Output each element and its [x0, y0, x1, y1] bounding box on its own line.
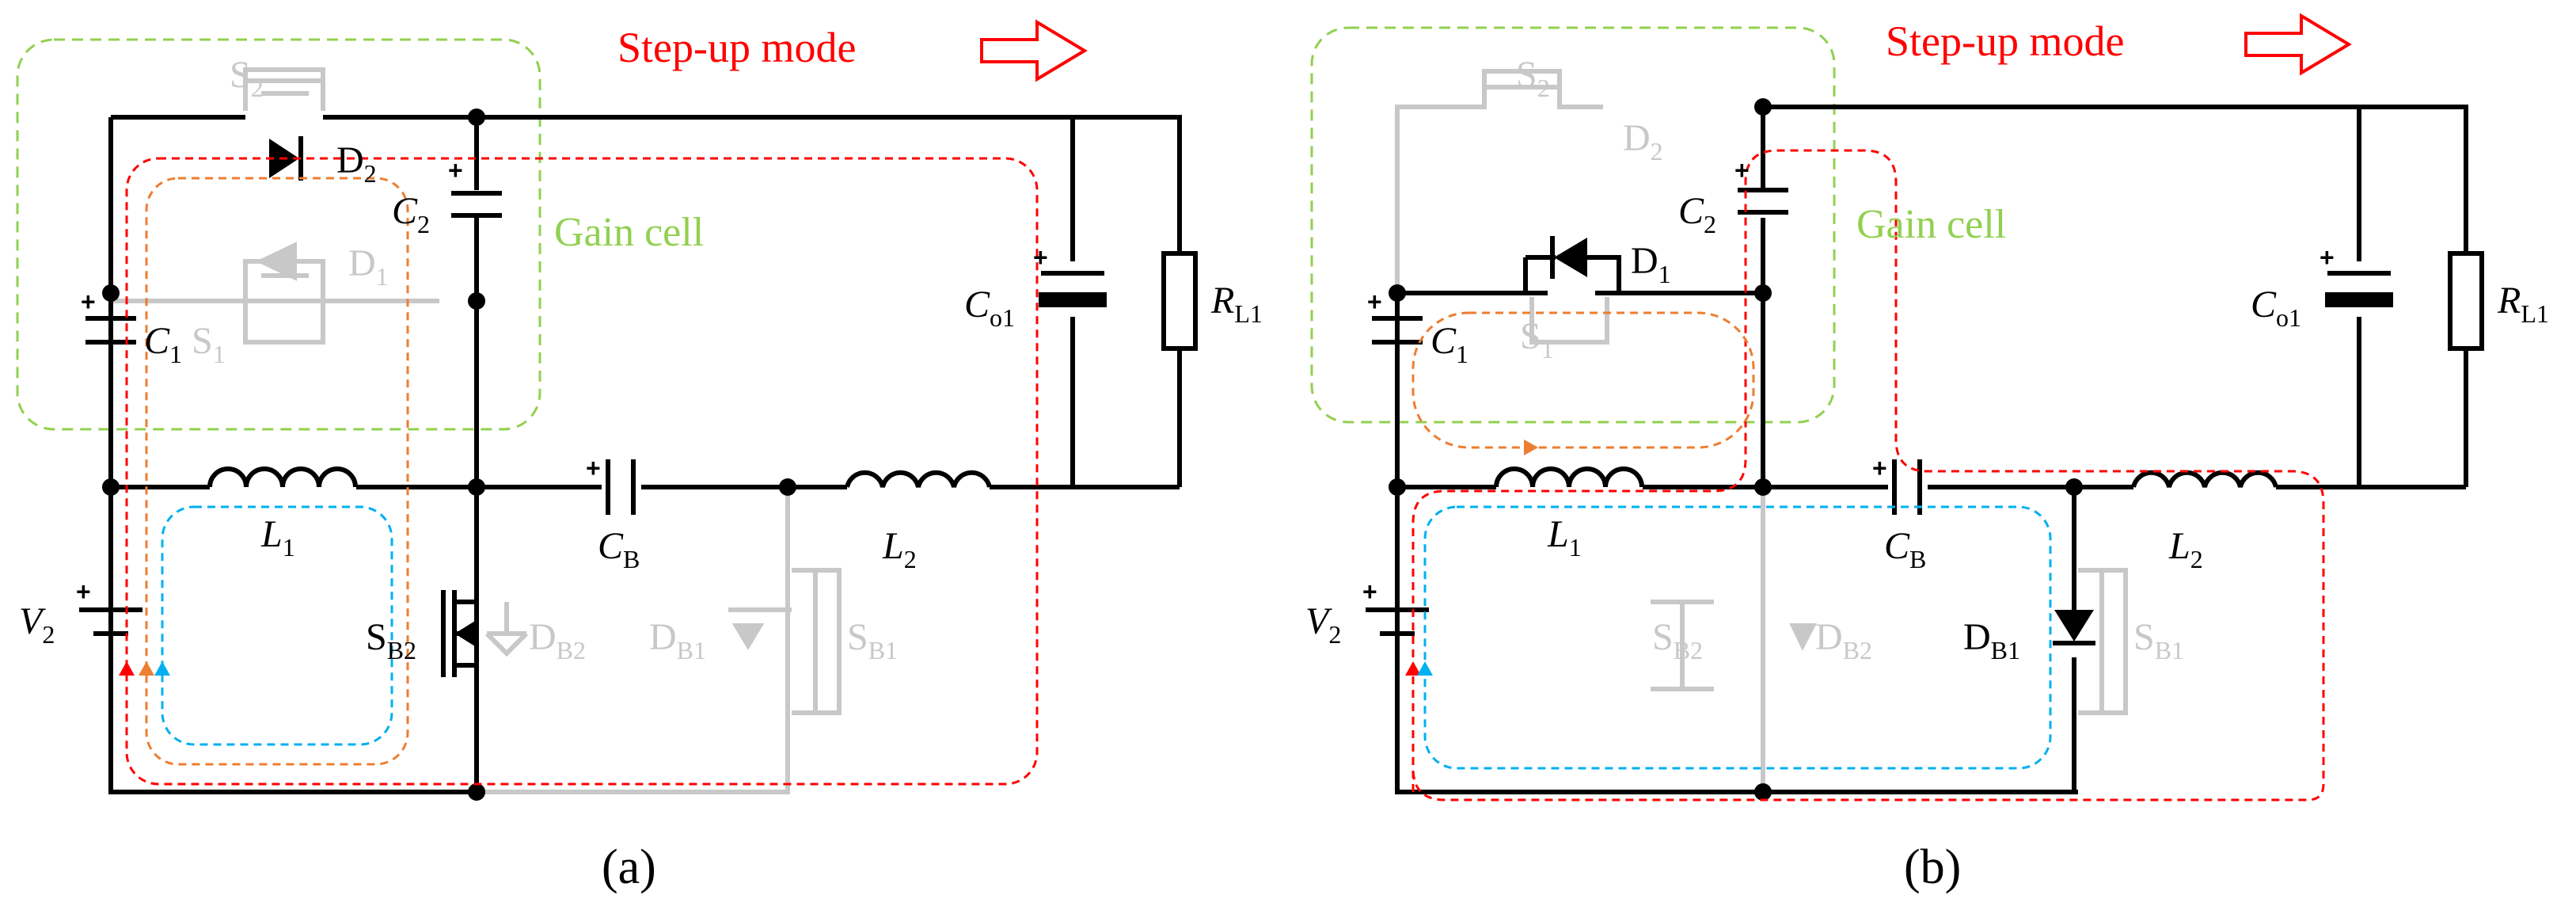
- s1-switch-icon: [1529, 297, 1609, 345]
- label-d2: D2: [336, 139, 377, 188]
- label-l1: L1: [260, 513, 295, 562]
- label-d1: D1: [348, 242, 389, 291]
- svg-text:+: +: [1033, 243, 1048, 272]
- svg-text:+: +: [2320, 243, 2335, 272]
- label-db1: DB1: [1963, 616, 2020, 664]
- gain-cell-label: Gain cell: [554, 210, 704, 255]
- svg-text:+: +: [1734, 156, 1750, 185]
- junction-dots: [102, 109, 796, 801]
- label-s2: S2: [1516, 54, 1550, 102]
- label-db2: DB2: [529, 616, 586, 664]
- label-rl1: RL1: [2497, 280, 2549, 328]
- label-cb: CB: [1884, 525, 1926, 573]
- label-co1: Co1: [2251, 284, 2301, 332]
- label-c2: C2: [1678, 190, 1716, 238]
- label-cb: CB: [598, 525, 640, 573]
- svg-text:+: +: [586, 454, 601, 482]
- cb-capacitor-icon: [606, 459, 636, 515]
- c2-capacitor-icon: [1738, 188, 1788, 215]
- db1-branch: [475, 487, 842, 794]
- red-path: [125, 157, 1039, 786]
- l2-inductor-icon: [845, 470, 992, 488]
- path-arrows: [1405, 440, 1538, 676]
- panel-a: + + + + + Step-up mode Gain cell S2 D2 C…: [16, 19, 1263, 894]
- inactive-components: [1395, 69, 2128, 792]
- label-db1: DB1: [649, 616, 706, 664]
- label-l1: L1: [1547, 513, 1582, 562]
- label-d2: D2: [1623, 117, 1663, 166]
- path-arrows: [119, 661, 170, 676]
- orange-path: [1411, 311, 1755, 449]
- gain-cell-box: [16, 38, 541, 431]
- co1-capacitor-icon: [1039, 271, 1107, 307]
- label-s1: S1: [1520, 315, 1554, 364]
- c2-capacitor-icon: [451, 191, 502, 218]
- rl1-resistor-icon: [2448, 251, 2484, 351]
- db1-diode-icon: [731, 623, 765, 650]
- l1-inductor-icon: [1494, 466, 1644, 488]
- svg-text:+: +: [76, 577, 91, 606]
- s2-switch-icon: [1395, 69, 1603, 285]
- v2-source-icon: [79, 607, 142, 636]
- blue-path: [1423, 505, 2052, 770]
- s2-switch-icon: [243, 67, 325, 111]
- label-c1: C1: [1430, 320, 1468, 368]
- rl1-resistor-icon: [1161, 251, 1198, 351]
- db2-diode-icon: [484, 602, 529, 657]
- cb-capacitor-icon: [1892, 459, 1922, 515]
- polarity-marks: + + + + +: [1362, 156, 2335, 606]
- svg-text:+: +: [1362, 577, 1377, 606]
- mode-label: Step-up mode: [1886, 17, 2124, 65]
- d1-diode-icon: [1523, 236, 1621, 293]
- db1-diode-icon: [2053, 610, 2095, 645]
- label-l2: L2: [2168, 525, 2203, 573]
- svg-text:+: +: [81, 287, 96, 316]
- l1-inductor-icon: [207, 466, 358, 488]
- sb2-switch-icon: [441, 590, 477, 677]
- current-paths: [1411, 149, 2325, 801]
- junction-dots: [1389, 98, 2083, 801]
- label-s1: S1: [192, 320, 226, 368]
- label-c2: C2: [392, 190, 430, 238]
- label-v2: V2: [1305, 600, 1341, 649]
- label-co1: Co1: [964, 284, 1015, 332]
- d1-diode-icon: [256, 242, 297, 281]
- label-v2: V2: [19, 600, 55, 649]
- gain-cell-label: Gain cell: [1856, 202, 2006, 247]
- orange-path: [145, 177, 409, 766]
- red-path: [1411, 149, 2325, 801]
- right-arrow-icon: [2244, 13, 2352, 76]
- db2-diode-icon: [1789, 623, 1817, 651]
- current-paths: [125, 157, 1039, 786]
- gain-cell-box: [1310, 26, 1836, 424]
- mode-label: Step-up mode: [617, 24, 856, 71]
- svg-text:+: +: [1872, 454, 1887, 482]
- svg-text:+: +: [448, 156, 463, 185]
- panel-a-caption: (a): [602, 840, 656, 894]
- sb1-switch-icon: [2078, 568, 2128, 715]
- svg-text:+: +: [1367, 287, 1382, 316]
- right-arrow-icon: [980, 19, 1088, 82]
- label-sb2: SB2: [366, 616, 416, 664]
- l2-inductor-icon: [2131, 470, 2278, 488]
- inactive-components: [111, 67, 842, 794]
- c1-capacitor-icon: [1372, 316, 1423, 345]
- label-sb1: SB1: [847, 616, 898, 664]
- v2-source-icon: [1366, 607, 1429, 636]
- label-sb2: SB2: [1652, 616, 1703, 664]
- label-sb1: SB1: [2133, 616, 2184, 664]
- label-d1: D1: [1631, 240, 1671, 288]
- label-c1: C1: [144, 320, 182, 368]
- co1-capacitor-icon: [2325, 271, 2393, 307]
- sb2-branch: [1651, 487, 1765, 792]
- label-l2: L2: [882, 525, 917, 573]
- polarity-marks: + + + + +: [76, 156, 1048, 606]
- label-rl1: RL1: [1210, 280, 1263, 328]
- label-db2: DB2: [1815, 616, 1872, 664]
- panel-b: + + + + + Step-up mode Gain cell S2 D2 C…: [1305, 13, 2549, 894]
- panel-b-caption: (b): [1904, 840, 1961, 894]
- blue-path: [161, 505, 393, 746]
- label-s2: S2: [230, 54, 264, 102]
